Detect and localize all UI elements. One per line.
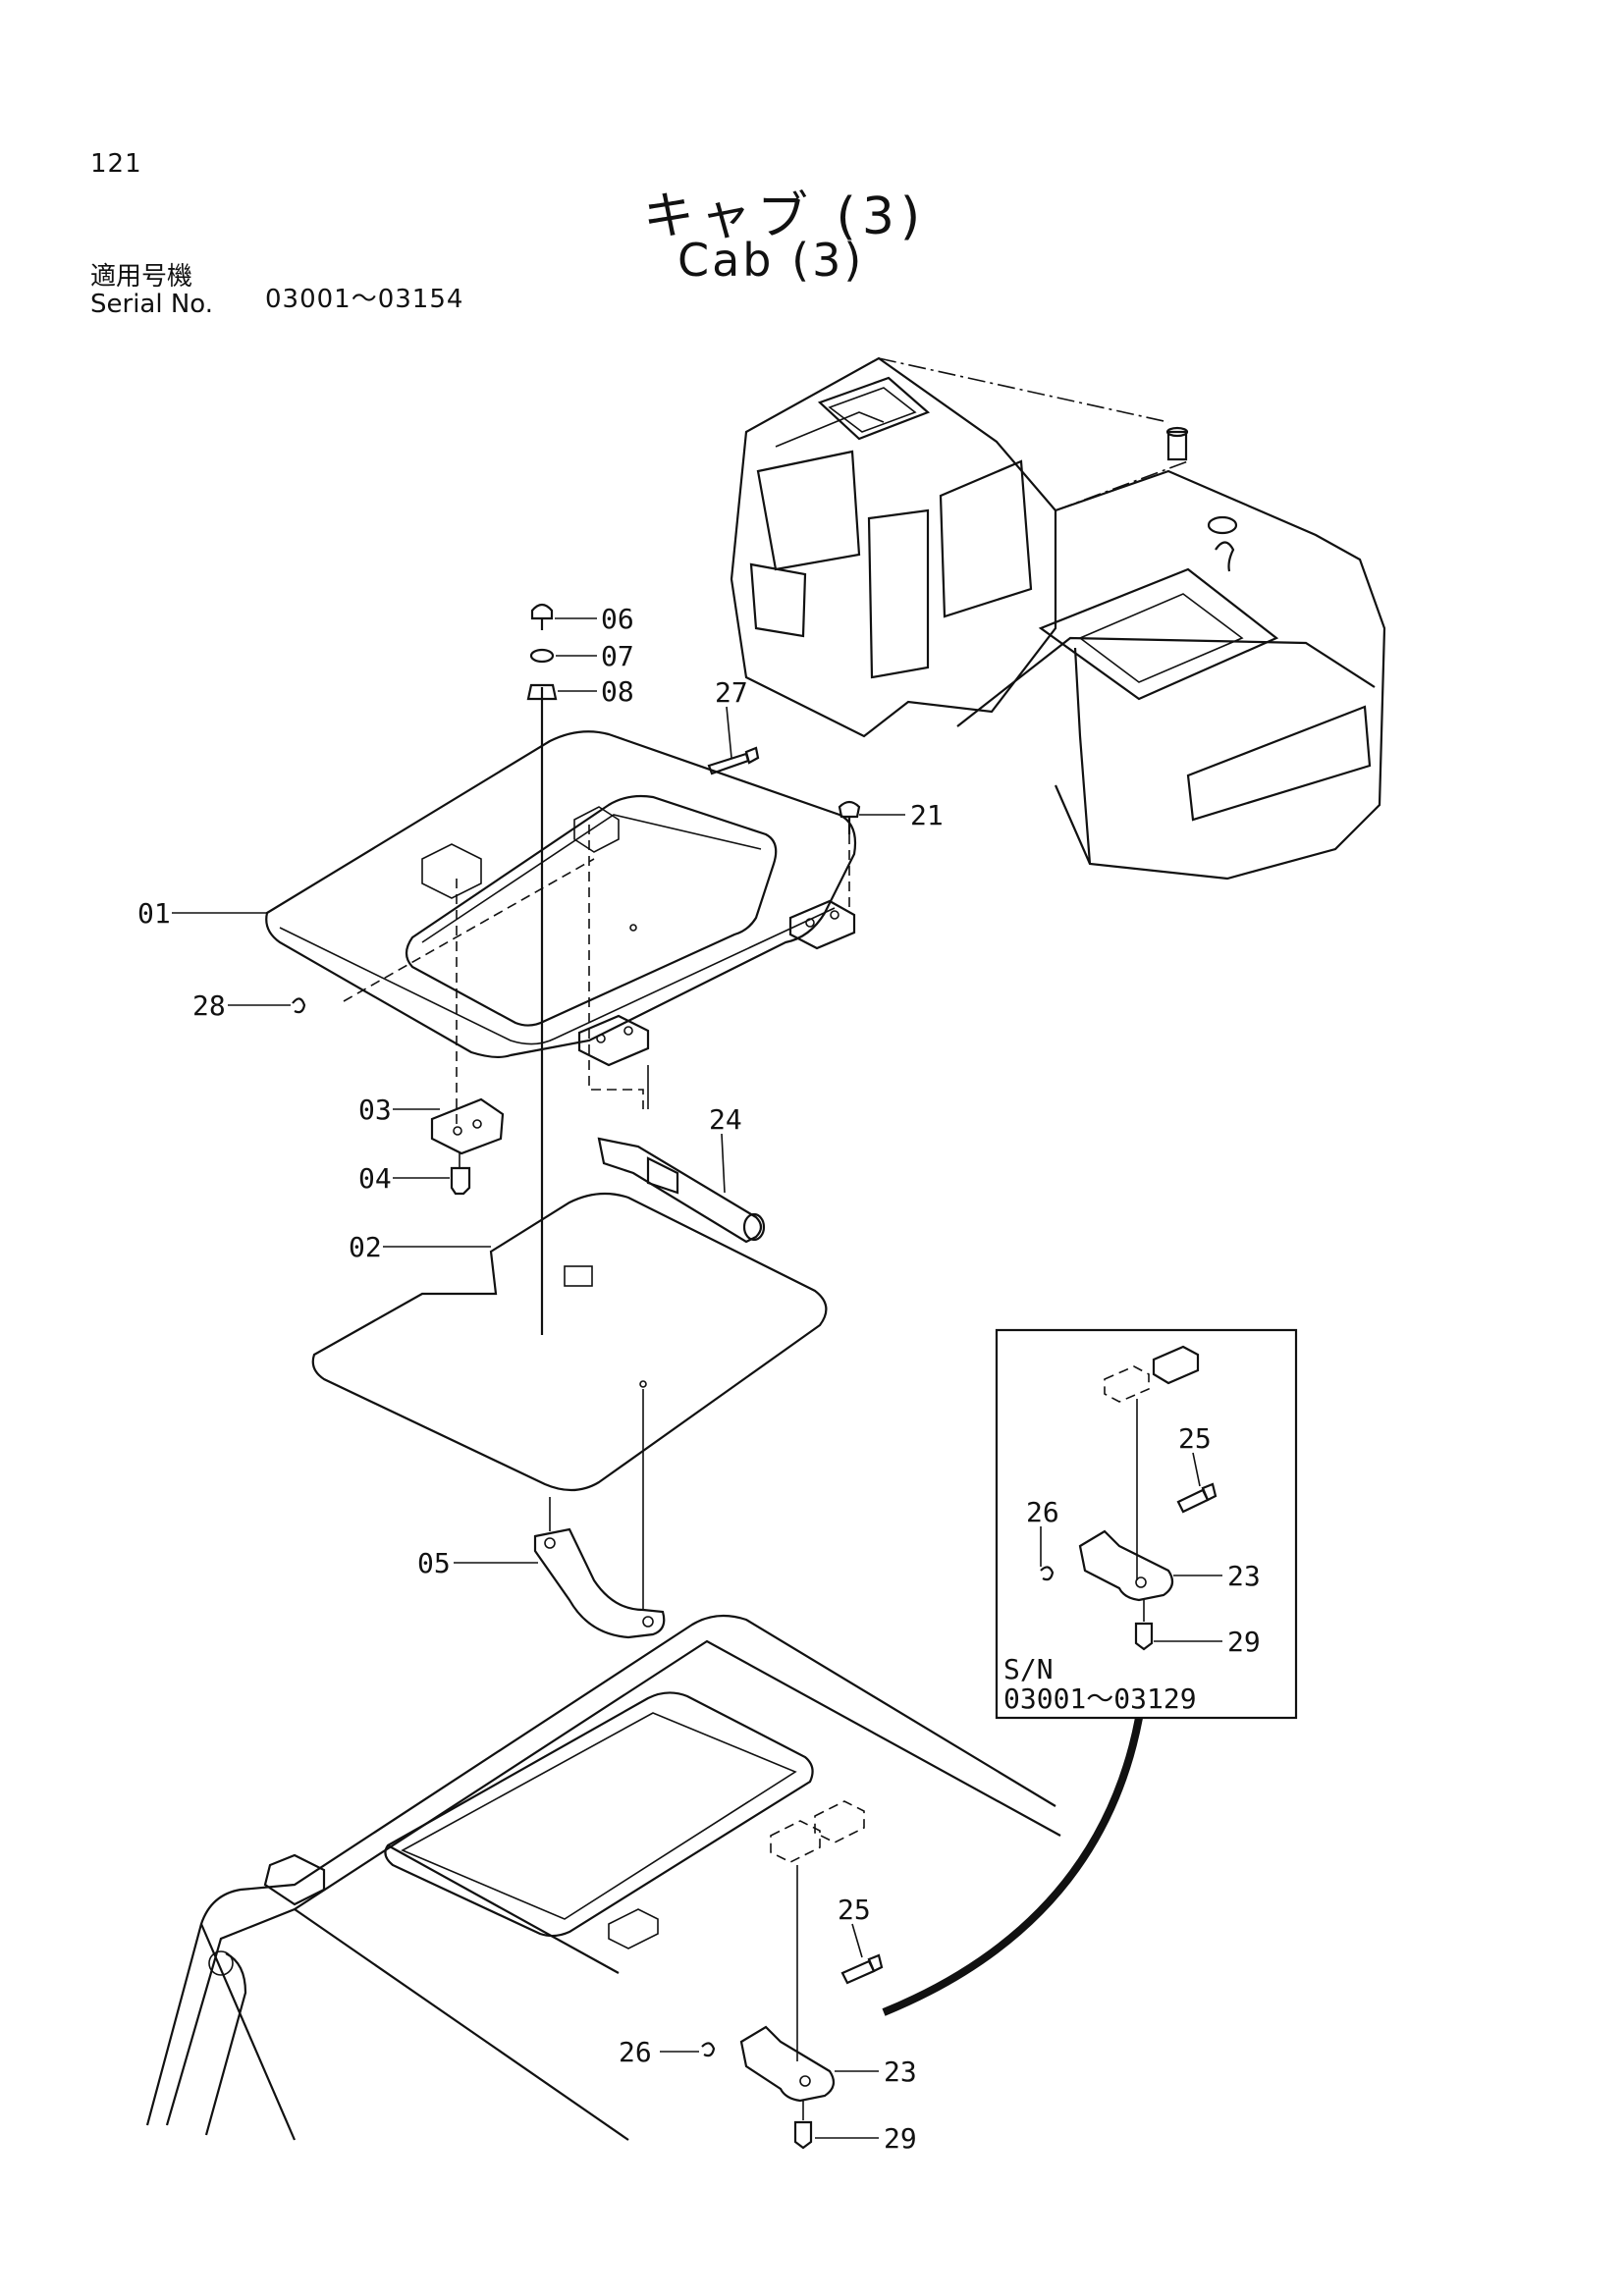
inset-detail xyxy=(995,1328,1298,1720)
cab-roof-detail xyxy=(145,1614,1061,2150)
callout-29-inset: 29 xyxy=(1227,1626,1261,1658)
callout-29: 29 xyxy=(884,2122,917,2155)
inset-sn-range: 03001～03129 xyxy=(1003,1682,1197,1715)
callout-05: 05 xyxy=(417,1547,451,1579)
page-title-japanese: キャブ (3) xyxy=(643,187,927,246)
callout-28: 28 xyxy=(192,989,226,1022)
callout-26-inset: 26 xyxy=(1026,1496,1059,1528)
inset-connector xyxy=(882,1717,1143,2016)
callout-04: 04 xyxy=(358,1162,392,1195)
inset-sn-label: S/N xyxy=(1003,1653,1054,1685)
callout-03: 03 xyxy=(358,1094,392,1126)
serial-label: 適用号機 Serial No. xyxy=(90,263,213,318)
callout-21: 21 xyxy=(910,799,944,831)
callout-27: 27 xyxy=(715,676,748,709)
callout-25: 25 xyxy=(838,1894,871,1926)
callout-26: 26 xyxy=(619,2036,652,2068)
callout-01: 01 xyxy=(137,897,171,930)
callout-07: 07 xyxy=(601,640,634,672)
page-number: 121 xyxy=(90,149,142,179)
callout-06: 06 xyxy=(601,603,634,635)
callout-23-inset: 23 xyxy=(1227,1560,1261,1592)
serial-range: 03001～03154 xyxy=(265,285,464,314)
callout-24: 24 xyxy=(709,1103,742,1136)
callout-labels: 01 02 03 04 05 06 07 08 21 23 23 24 25 2… xyxy=(137,603,1261,2155)
callout-25-inset: 25 xyxy=(1178,1422,1212,1455)
callout-08: 08 xyxy=(601,675,634,708)
callout-23: 23 xyxy=(884,2056,917,2088)
leader-lines xyxy=(172,617,1222,2139)
hatch-assembly xyxy=(265,603,861,1639)
serial-label-english: Serial No. xyxy=(90,290,213,319)
page-title-english: Cab (3) xyxy=(677,234,865,287)
callout-02: 02 xyxy=(349,1231,382,1263)
machine-overview xyxy=(730,356,1386,881)
serial-label-japanese: 適用号機 xyxy=(90,262,193,292)
